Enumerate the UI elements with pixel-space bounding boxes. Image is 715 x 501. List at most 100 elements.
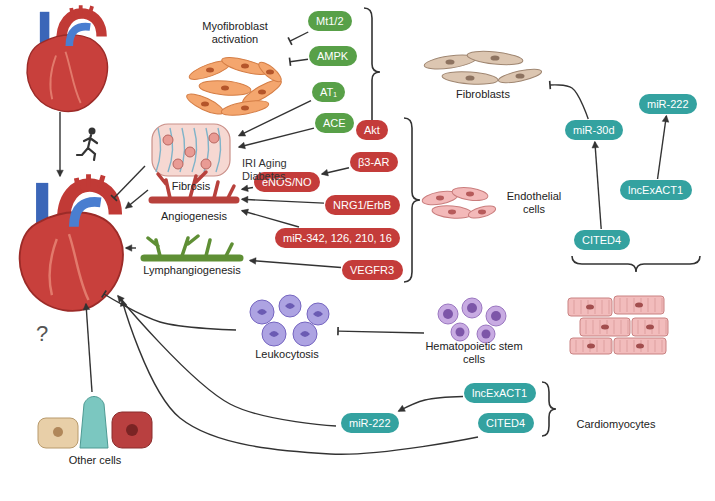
striation xyxy=(627,340,628,352)
fibroblast-cells xyxy=(423,49,542,86)
nucleus xyxy=(466,192,474,197)
brace-bracket xyxy=(404,118,420,282)
striation xyxy=(662,340,663,352)
nucleus xyxy=(587,344,595,349)
striation xyxy=(628,320,629,334)
muscle-cell xyxy=(568,298,612,316)
mediator-pill: AMPK xyxy=(309,46,357,66)
stem-cells xyxy=(438,298,506,343)
striation xyxy=(604,340,605,352)
runner-body xyxy=(77,135,97,160)
nucleus xyxy=(126,424,138,436)
cardiomyocyte-cells xyxy=(568,296,668,354)
angiogenesis-figure: Angiogenesis xyxy=(148,168,240,226)
myofibroblast-figure: Myofibroblast activation xyxy=(182,20,288,118)
nucleus xyxy=(443,309,453,319)
runner-head xyxy=(89,128,96,135)
mediator-label: miR-30d xyxy=(573,123,615,137)
mediator-pill: miR-30d xyxy=(565,120,623,140)
mediator-pill: β3-AR xyxy=(350,152,398,172)
activation-connector xyxy=(239,101,311,136)
striation xyxy=(659,320,660,334)
striation xyxy=(583,340,584,352)
striation xyxy=(634,340,635,352)
striation xyxy=(574,300,575,314)
muscle-cell xyxy=(614,296,664,314)
striation xyxy=(581,300,582,314)
striation xyxy=(597,340,598,352)
nucleus xyxy=(446,59,455,64)
lobed-nucleus xyxy=(269,331,279,337)
mediator-label: Mt1/2 xyxy=(316,14,344,28)
striation xyxy=(662,298,663,312)
cell-label: Leukocytosis xyxy=(238,348,336,361)
mediator-pill: VEGFR3 xyxy=(342,260,403,280)
activation-connector xyxy=(242,211,299,227)
nucleus xyxy=(646,325,654,330)
mediator-label: ACE xyxy=(323,116,346,130)
spindle-cell xyxy=(467,49,524,67)
tissue-cell xyxy=(173,159,183,169)
mediator-pill: miR-222 xyxy=(639,94,697,114)
myofibroblast-cells xyxy=(184,54,284,118)
stem-cell xyxy=(486,306,506,326)
heart-body xyxy=(27,35,107,112)
question-mark: ? xyxy=(36,322,58,346)
nucleus xyxy=(491,311,501,321)
striation xyxy=(638,320,639,334)
striation xyxy=(655,340,656,352)
inhibition-connector xyxy=(338,331,424,333)
mediator-pill: AT₁ xyxy=(312,82,345,102)
inhibition-connector xyxy=(550,85,588,119)
tissue-cell xyxy=(185,147,195,157)
endothelial-figure: Endothelial cells xyxy=(422,182,572,226)
cell-shape xyxy=(80,397,108,449)
tissue-cell xyxy=(209,133,219,143)
activation-connector xyxy=(242,187,253,189)
mediator-pill: CITED4 xyxy=(574,230,630,250)
spindle-cell xyxy=(256,59,284,85)
lymph-branch xyxy=(148,236,232,256)
leukocyte xyxy=(293,322,317,346)
pulmonary-artery xyxy=(69,27,90,46)
striation xyxy=(609,300,610,314)
mediator-pill: CITED4 xyxy=(478,413,534,433)
coronary xyxy=(50,52,80,103)
cell-label: Fibrosis xyxy=(145,180,237,193)
nucleus xyxy=(206,68,214,73)
striation xyxy=(586,320,587,334)
mediator-label: miR-222 xyxy=(647,97,689,111)
striation xyxy=(655,298,656,312)
mediator-label: CITED4 xyxy=(582,233,621,247)
nucleus xyxy=(601,325,609,330)
nucleus xyxy=(478,210,486,215)
brace-bracket xyxy=(542,382,556,436)
muscle-cell xyxy=(570,338,612,354)
leader-line xyxy=(114,166,145,198)
striation xyxy=(634,298,635,312)
leukocyte xyxy=(279,295,301,317)
cell-label: Other cells xyxy=(30,454,160,467)
spindle-cell xyxy=(497,67,542,86)
brace-bracket xyxy=(364,8,380,136)
lobed-nucleus xyxy=(285,303,295,309)
coronary xyxy=(49,234,88,300)
spindle-cell xyxy=(184,90,225,118)
tissue-block xyxy=(152,124,230,176)
stem-cell xyxy=(451,323,469,341)
leukocyte-cells xyxy=(250,295,329,346)
aorta-branch xyxy=(76,174,103,190)
activation-connector xyxy=(399,396,463,411)
spindle-cell xyxy=(198,79,251,97)
striation xyxy=(627,298,628,312)
nucleus xyxy=(467,303,477,313)
leader-line xyxy=(122,300,478,454)
striation xyxy=(576,340,577,352)
muscle-cell xyxy=(632,318,668,336)
activation-connector xyxy=(242,199,324,203)
blood-vessel xyxy=(152,197,236,204)
stem-cell xyxy=(462,298,482,318)
endothelial-cells xyxy=(421,186,497,221)
striation xyxy=(648,298,649,312)
